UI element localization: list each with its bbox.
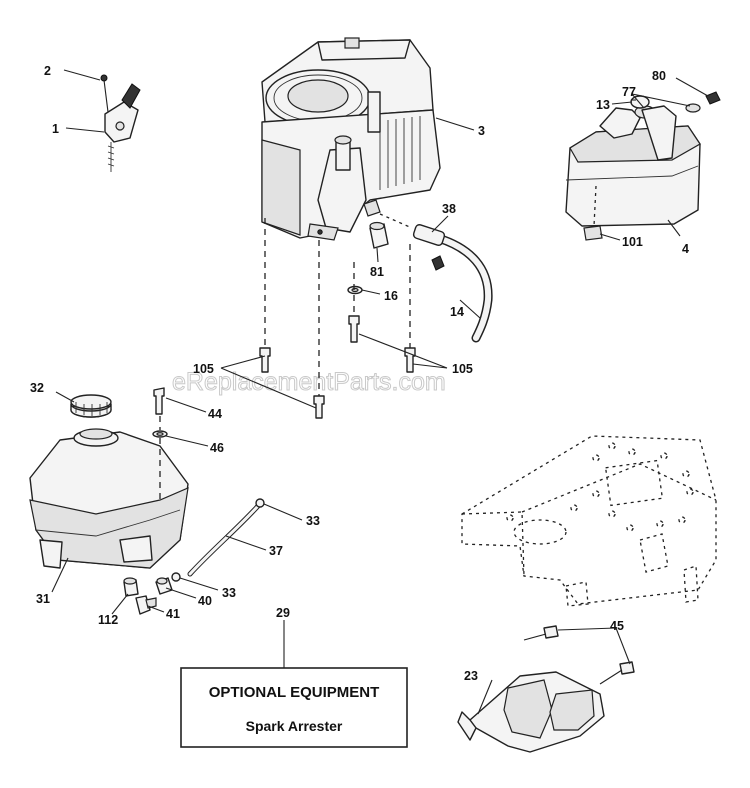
callout-labels: 2 1 3 38 81 16 14 13 77 80 101 4 105 105… [30, 64, 689, 683]
callout-37: 37 [269, 544, 283, 558]
fuel-tank [29, 387, 189, 569]
callout-4: 4 [682, 242, 689, 256]
callout-32: 32 [30, 381, 44, 395]
optional-equipment-box: OPTIONAL EQUIPMENT Spark Arrester [180, 667, 408, 748]
callout-40: 40 [198, 594, 212, 608]
throttle-control [100, 74, 141, 172]
callout-16: 16 [384, 289, 398, 303]
callout-1: 1 [52, 122, 59, 136]
callout-33-upper: 33 [306, 514, 320, 528]
callout-14: 14 [450, 305, 464, 319]
callout-23: 23 [464, 669, 478, 683]
leader-lines [51, 69, 709, 715]
callout-44: 44 [208, 407, 222, 421]
muffler [565, 91, 721, 241]
engine-bolts [220, 218, 448, 419]
watermark-text: eReplacementParts.com [172, 368, 446, 396]
callout-38: 38 [442, 202, 456, 216]
callout-81: 81 [370, 265, 384, 279]
callout-33-lower: 33 [222, 586, 236, 600]
callout-29: 29 [276, 606, 290, 620]
fuel-fittings [123, 498, 265, 615]
callout-112: 112 [98, 613, 118, 627]
callout-77: 77 [622, 85, 636, 99]
engine-mounting-frame [461, 435, 717, 607]
callout-45: 45 [610, 619, 624, 633]
callout-105-left: 105 [193, 362, 214, 376]
engine [261, 37, 441, 241]
callout-3: 3 [478, 124, 485, 138]
callout-31: 31 [36, 592, 50, 606]
spark-arrester-label: Spark Arrester [246, 718, 343, 734]
callout-46: 46 [210, 441, 224, 455]
callout-80: 80 [652, 69, 666, 83]
callout-41: 41 [166, 607, 180, 621]
optional-equipment-title: OPTIONAL EQUIPMENT [209, 684, 380, 701]
callout-105-right: 105 [452, 362, 473, 376]
callout-2: 2 [44, 64, 51, 78]
callout-101: 101 [622, 235, 643, 249]
heat-shield [457, 625, 635, 753]
fuel-line-parts [347, 213, 493, 343]
callout-13: 13 [596, 98, 610, 112]
